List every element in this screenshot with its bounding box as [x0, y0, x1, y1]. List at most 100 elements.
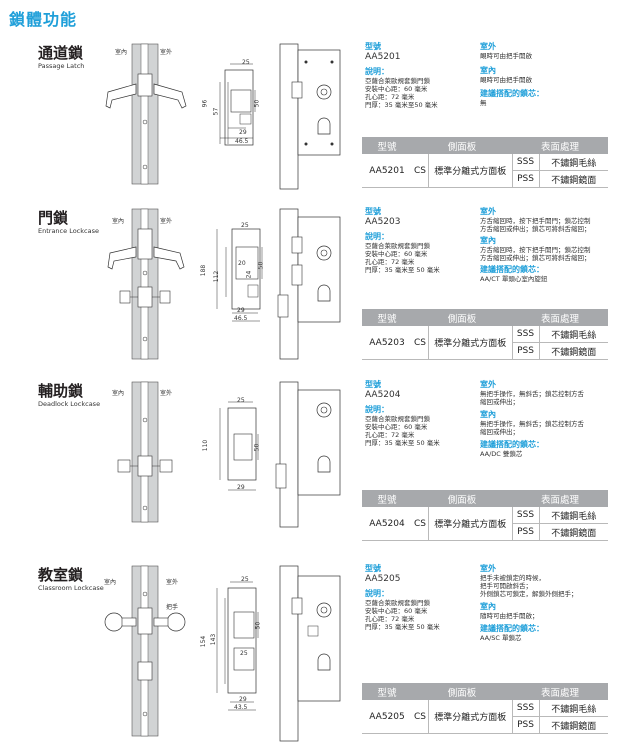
- outdoor-label: 室外: [160, 390, 173, 397]
- description-line: 孔心距：72 毫米: [365, 431, 415, 439]
- dim-label: 96: [201, 99, 209, 108]
- inner-function: 縮回或伸出；: [480, 428, 519, 436]
- dim-label: 29: [239, 696, 247, 703]
- dim-label: 46.5: [235, 138, 249, 145]
- table-header: 表面處理: [512, 309, 608, 326]
- outer-heading: 室外: [480, 207, 496, 216]
- section-title: 教室鎖: [38, 566, 84, 584]
- outer-heading: 室外: [480, 380, 496, 389]
- dim-label: 29: [237, 484, 245, 491]
- dim-label: 188: [200, 264, 208, 277]
- dim-label: 50: [257, 261, 265, 270]
- section-subtitle: Deadlock Lockcase: [38, 400, 101, 408]
- table-cell-finish-name: 不鏽鋼毛絲: [538, 700, 608, 717]
- model-heading: 型號: [365, 380, 381, 389]
- table-header: 型號: [362, 309, 412, 326]
- handle-label: 把手: [166, 604, 179, 611]
- table-header: 表面處理: [512, 490, 608, 507]
- description-heading: 說明：: [365, 232, 389, 241]
- table-cell-finish-name: 不鏽鋼鏡面: [538, 342, 608, 360]
- table-cell-faceplate: 標準分離式方面板: [428, 700, 512, 734]
- dim-label: 29: [237, 307, 245, 314]
- outer-function: 方舌縮回或伸出；鎖芯可將斜舌縮回；: [480, 225, 591, 233]
- model-number: AA5204: [365, 390, 401, 400]
- lock-diagram: [117, 381, 341, 528]
- description-line: 亞薩合萊歐規套鎖門鎖: [365, 77, 430, 85]
- outer-function: 外側鎖芯可鎖定，解鎖外側把手；: [480, 590, 578, 598]
- dim-label: 143: [210, 633, 218, 646]
- dim-label: 46.5: [234, 315, 248, 322]
- description-line: 門厚：35 毫米至 50 毫米: [365, 266, 440, 274]
- spec-table: 型號 側面板 表面處理 AA5203 CS 標準分離式方面板 SSS 不鏽鋼毛絲…: [362, 309, 608, 360]
- description-heading: 說明：: [365, 405, 389, 414]
- description-line: 門厚：35 毫米至 50 毫米: [365, 439, 440, 447]
- dim-label: 154: [200, 635, 208, 648]
- table-cell-faceplate: 標準分離式方面板: [428, 326, 512, 360]
- table-cell-model: AA5204: [362, 507, 412, 541]
- model-number: AA5203: [365, 217, 401, 227]
- model-heading: 型號: [365, 564, 381, 573]
- model-heading: 型號: [365, 207, 381, 216]
- spec-table: 型號 側面板 表面處理 AA5204 CS 標準分離式方面板 SSS 不鏽鋼毛絲…: [362, 490, 608, 541]
- table-cell-faceplate: 標準分離式方面板: [428, 154, 512, 188]
- lock-diagram: [107, 208, 341, 360]
- description-heading: 說明：: [365, 589, 389, 598]
- inner-function: 靦時可由把手開啟: [480, 76, 532, 84]
- cylinder-heading: 建議搭配的鎖芯：: [480, 440, 544, 449]
- table-cell-finish-code: SSS: [511, 154, 539, 171]
- description-line: 安裝中心距：60 毫米: [365, 85, 428, 93]
- indoor-label: 室內: [112, 390, 125, 397]
- description-line: 門厚：35 毫米至 50 毫米: [365, 623, 440, 631]
- table-header: 型號: [362, 137, 412, 154]
- dim-label: 50: [253, 99, 261, 108]
- indoor-label: 室內: [104, 579, 117, 586]
- description-line: 安裝中心距：60 毫米: [365, 423, 428, 431]
- description-line: 亞薩合萊歐規套鎖門鎖: [365, 415, 430, 423]
- dim-label: 25: [237, 397, 245, 404]
- outdoor-label: 室外: [160, 49, 173, 56]
- cylinder-value: 無: [480, 99, 487, 107]
- inner-function: 方舌縮回時，按下把手開門；鎖芯控制: [480, 246, 591, 254]
- table-cell-finish-name: 不鏽鋼毛絲: [538, 154, 608, 171]
- outer-function: 把手可開啟斜舌；: [480, 582, 532, 590]
- dim-label: 43.5: [234, 704, 248, 711]
- outer-heading: 室外: [480, 42, 496, 51]
- model-heading: 型號: [365, 42, 381, 51]
- dim-label: 50: [253, 443, 261, 452]
- inner-function: 無把手操作，無斜舌；鎖芯控制方舌: [480, 420, 584, 428]
- dim-label: 50: [254, 621, 262, 630]
- inner-heading: 室內: [480, 602, 496, 611]
- inner-heading: 室內: [480, 236, 496, 245]
- lock-diagram: [105, 43, 341, 190]
- outer-heading: 室外: [480, 564, 496, 573]
- outer-function: 縮回或伸出；: [480, 398, 519, 406]
- section-subtitle: Classroom Lockcase: [38, 584, 104, 592]
- inner-heading: 室內: [480, 66, 496, 75]
- dim-label: 25: [241, 576, 249, 583]
- inner-function: 隨時可由把手開啟；: [480, 612, 539, 620]
- description-line: 孔心距：72 毫米: [365, 93, 415, 101]
- dim-label: 24: [245, 270, 253, 279]
- table-cell-material: CS: [412, 700, 429, 734]
- table-cell-finish-code: SSS: [511, 700, 539, 717]
- indoor-label: 室內: [115, 49, 128, 56]
- spec-table: 型號 側面板 表面處理 AA5201 CS 標準分離式方面板 SSS 不鏽鋼毛絲…: [362, 137, 608, 188]
- table-cell-finish-code: PSS: [511, 342, 539, 360]
- outdoor-label: 室外: [160, 218, 173, 225]
- table-header: 側面板: [412, 490, 512, 507]
- dim-label: 57: [212, 107, 220, 116]
- outer-function: 把手未被鎖定的時候，: [480, 574, 545, 582]
- model-number: AA5205: [365, 574, 401, 584]
- dim-label: 20: [238, 260, 246, 267]
- description-heading: 說明：: [365, 67, 389, 76]
- cylinder-value: AA/DC 雙鎖芯: [480, 450, 523, 458]
- description-line: 孔心距：72 毫米: [365, 615, 415, 623]
- table-cell-finish-name: 不鏽鋼毛絲: [538, 507, 608, 524]
- indoor-label: 室內: [112, 218, 125, 225]
- table-header: 表面處理: [512, 683, 608, 700]
- description-line: 安裝中心距：60 毫米: [365, 250, 428, 258]
- table-header: 表面處理: [512, 137, 608, 154]
- table-header: 側面板: [412, 683, 512, 700]
- description-line: 亞薩合萊歐規套鎖門鎖: [365, 599, 430, 607]
- table-cell-material: CS: [412, 154, 429, 188]
